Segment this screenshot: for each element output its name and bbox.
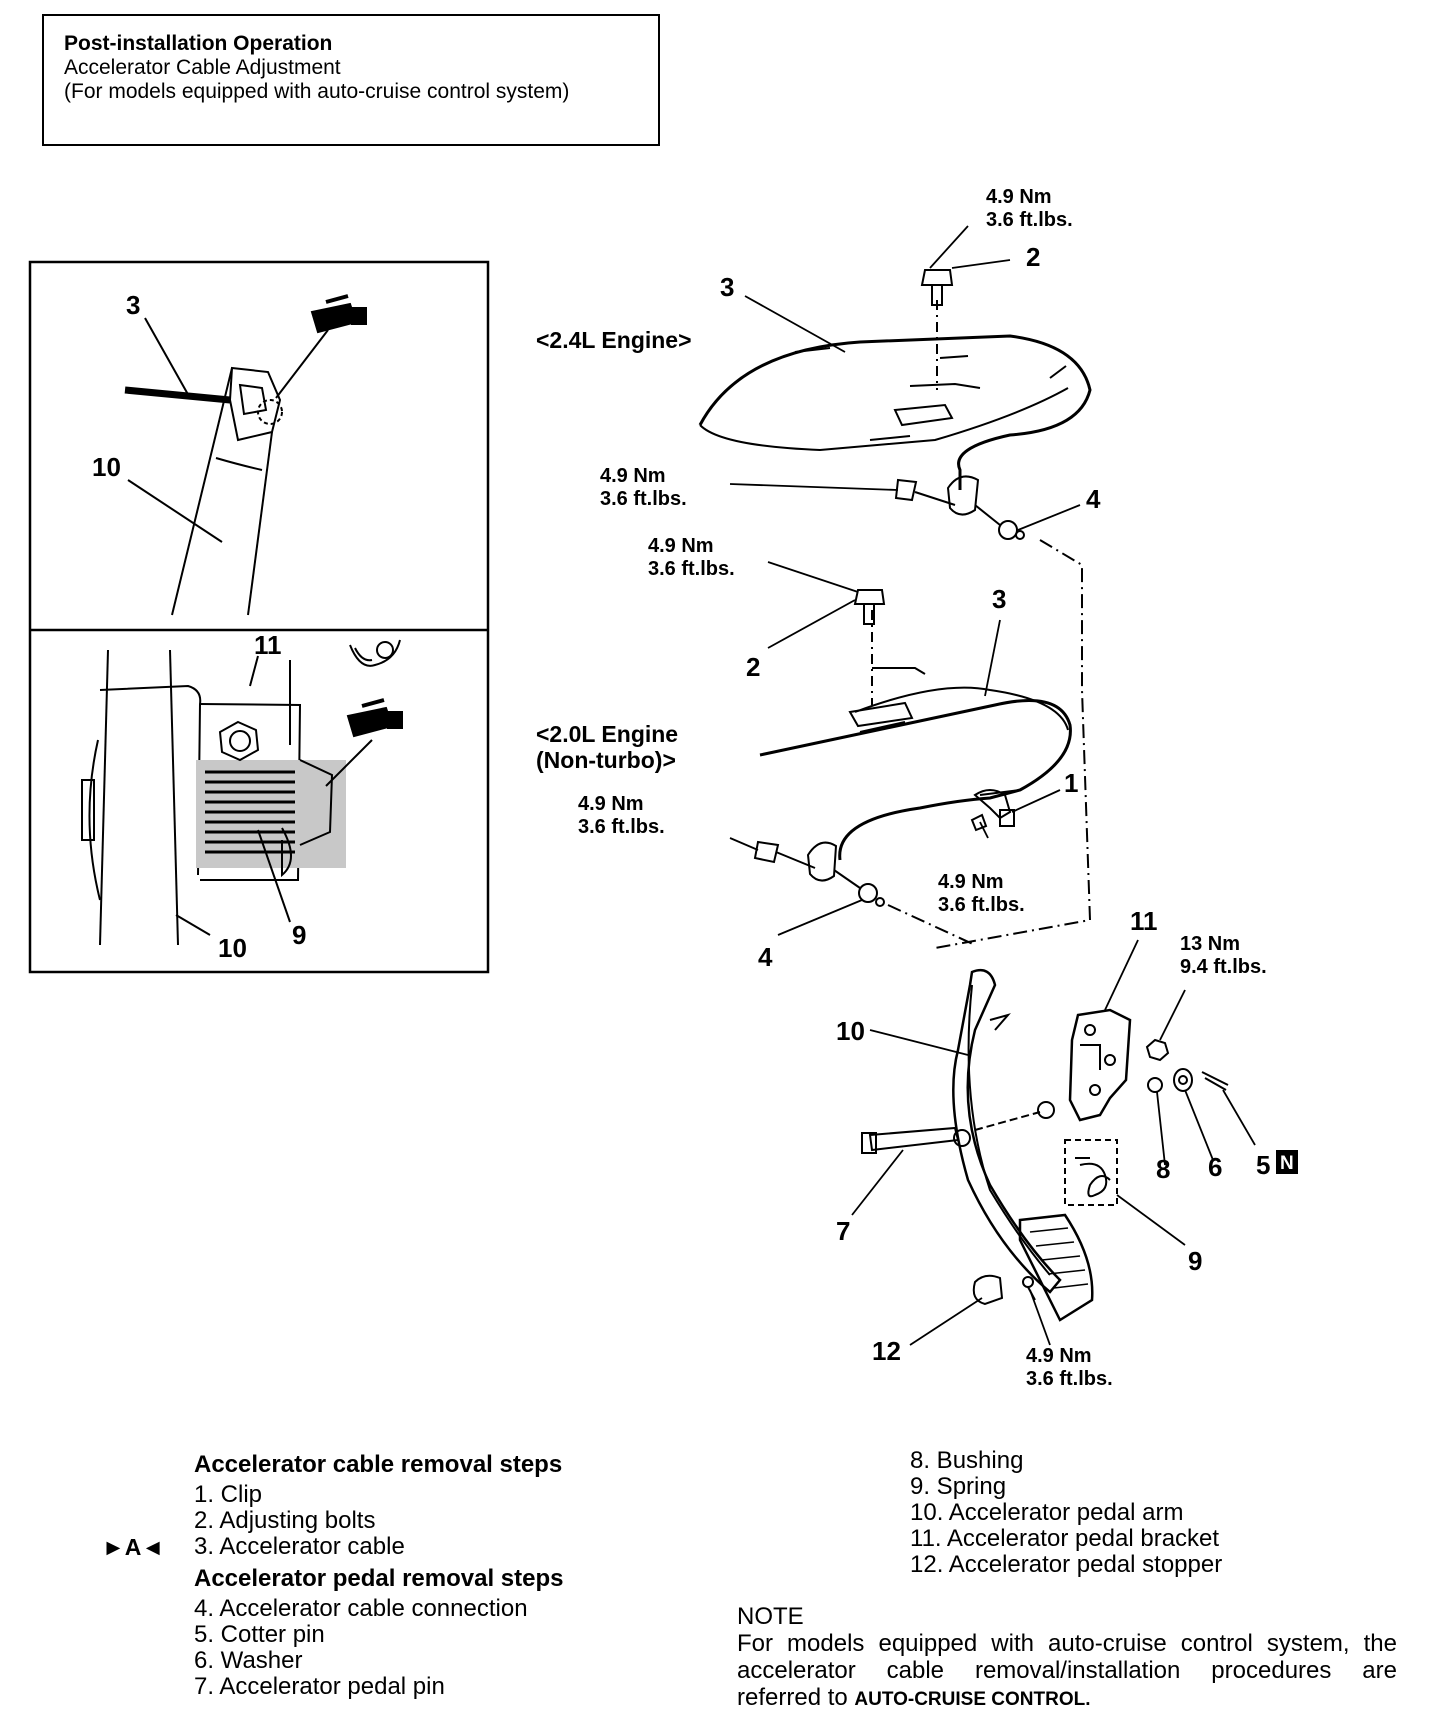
torque-label: 4.9 Nm <box>648 535 714 557</box>
cable-2.0l-engine <box>753 589 1072 907</box>
step-item: 1. Clip <box>194 1481 263 1508</box>
label-3-inset: 3 <box>126 290 140 320</box>
label-2: 2 <box>746 652 760 682</box>
pedal-removal-heading: Accelerator pedal removal steps <box>194 1565 564 1592</box>
removal-steps-right: 8. Bushing 9. Spring 10. Accelerator ped… <box>910 1448 1222 1578</box>
inset-labels: 3 10 11 9 10 <box>92 290 306 963</box>
engine-2.0l-label: (Non-turbo)> <box>536 747 676 773</box>
step-item: 2. Adjusting bolts <box>194 1507 376 1534</box>
label-10-inset-lower: 10 <box>218 933 247 963</box>
note-line: For models equipped with auto-cruise con… <box>737 1630 1397 1657</box>
torque-label: 4.9 Nm <box>600 465 666 487</box>
torque-label: 4.9 Nm <box>938 871 1004 893</box>
torque-label: 4.9 Nm <box>578 793 644 815</box>
step-item: 11. Accelerator pedal bracket <box>910 1525 1220 1552</box>
inset-detail-box <box>28 260 490 974</box>
label-9-inset: 9 <box>292 920 306 950</box>
label-3: 3 <box>720 272 734 302</box>
label-11: 11 <box>1130 906 1158 936</box>
label-8: 8 <box>1156 1154 1170 1184</box>
cable-2.4l-engine <box>698 269 1092 540</box>
step-item: 4. Accelerator cable connection <box>194 1595 528 1622</box>
grease-icon <box>346 698 403 738</box>
leader-lines <box>729 225 1256 1346</box>
step-item: 10. Accelerator pedal arm <box>910 1499 1184 1526</box>
accelerator-pedal-assembly <box>861 968 1229 1322</box>
label-10: 10 <box>836 1016 865 1046</box>
service-point-marker: ►A◄ <box>102 1534 165 1560</box>
step-item: 7. Accelerator pedal pin <box>194 1673 445 1700</box>
operation-header-box: Post-installation Operation Accelerator … <box>42 14 660 146</box>
engine-2.4l-label: <2.4L Engine> <box>536 327 692 353</box>
step-item: 6. Washer <box>194 1647 303 1674</box>
note-line: accelerator cable removal/installation p… <box>737 1657 1397 1684</box>
main-labels: 4.9 Nm 3.6 ft.lbs. 2 3 <2.4L Engine> 4.9… <box>536 186 1298 1390</box>
note-block: NOTE For models equipped with auto-cruis… <box>737 1603 1397 1713</box>
note-title: NOTE <box>737 1603 804 1630</box>
label-6: 6 <box>1208 1152 1222 1182</box>
torque-label: 3.6 ft.lbs. <box>648 558 735 580</box>
torque-label: 3.6 ft.lbs. <box>578 816 665 838</box>
inset-spring-detail <box>81 639 401 946</box>
torque-label: 4.9 Nm <box>1026 1345 1092 1367</box>
torque-label: 13 Nm <box>1180 933 1240 955</box>
label-11-inset: 11 <box>254 630 282 660</box>
label-5: 5 <box>1256 1150 1270 1180</box>
new-part-mark-text: N <box>1280 1153 1294 1174</box>
step-item: 5. Cotter pin <box>194 1621 325 1648</box>
note-line: referred to AUTO-CRUISE CONTROL. <box>737 1684 1397 1713</box>
torque-label: 4.9 Nm <box>986 186 1052 208</box>
label-9: 9 <box>1188 1246 1202 1276</box>
torque-label: 9.4 ft.lbs. <box>1180 956 1267 978</box>
label-4: 4 <box>758 942 773 972</box>
engine-2.0l-label: <2.0L Engine <box>536 721 678 747</box>
auto-cruise-reference: AUTO-CRUISE CONTROL. <box>854 1689 1091 1710</box>
note-line-prefix: referred to <box>737 1684 855 1711</box>
step-item: 3. Accelerator cable <box>194 1533 405 1560</box>
header-note: (For models equipped with auto-cruise co… <box>64 80 570 103</box>
new-part-mark-icon: N <box>1276 1150 1298 1174</box>
step-item: 12. Accelerator pedal stopper <box>910 1551 1223 1578</box>
step-item: 8. Bushing <box>910 1447 1024 1474</box>
cable-removal-heading: Accelerator cable removal steps <box>194 1451 563 1478</box>
torque-label: 3.6 ft.lbs. <box>986 209 1073 231</box>
grease-icon <box>310 294 367 334</box>
step-item: 9. Spring <box>910 1473 1007 1500</box>
label-10-inset: 10 <box>92 452 121 482</box>
inset-cable-end <box>124 317 329 616</box>
header-title: Post-installation Operation <box>64 32 333 55</box>
header-subtitle: Accelerator Cable Adjustment <box>64 56 341 79</box>
label-12: 12 <box>872 1336 901 1366</box>
torque-label: 3.6 ft.lbs. <box>1026 1368 1113 1390</box>
label-2: 2 <box>1026 242 1040 272</box>
torque-label: 3.6 ft.lbs. <box>938 894 1025 916</box>
label-4: 4 <box>1086 484 1101 514</box>
label-7: 7 <box>836 1216 850 1246</box>
cable-route-line <box>887 539 1092 949</box>
label-1: 1 <box>1064 768 1078 798</box>
step-item-row: ►A◄ 3. Accelerator cable <box>102 1533 564 1561</box>
torque-label: 3.6 ft.lbs. <box>600 488 687 510</box>
label-3: 3 <box>992 584 1006 614</box>
removal-steps-left: Accelerator cable removal steps 1. Clip … <box>102 1446 564 1700</box>
